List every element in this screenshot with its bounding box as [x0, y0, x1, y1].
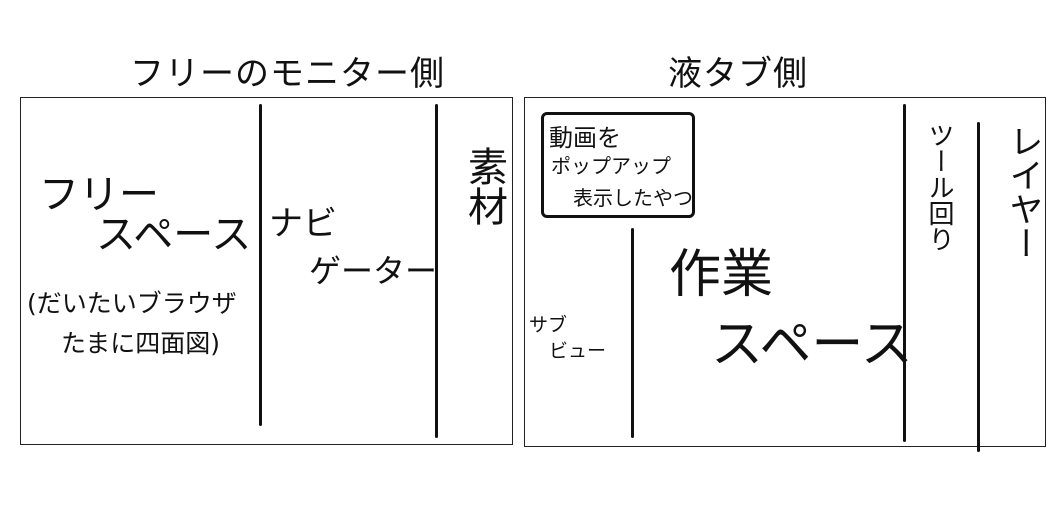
- free-space-label-line2: スペース: [96, 212, 252, 258]
- right-divider-subview: [631, 228, 634, 438]
- free-space-note-line1: (だいたいブラウザ: [27, 289, 237, 318]
- video-popup-label-line3: 表示したやつ: [573, 186, 693, 210]
- navigator-label-line1: ナビ: [269, 204, 337, 244]
- tools-area-label: ツール回り: [924, 122, 954, 252]
- left-monitor-title: フリーのモニター側: [130, 54, 445, 94]
- free-space-label-line1: フリー: [39, 172, 159, 218]
- left-monitor-panel: フリー スペース (だいたいブラウザ たまに四面図) ナビ ゲーター 素材: [20, 97, 513, 445]
- subview-label-line1: サブ: [529, 314, 568, 336]
- workspace-label-line2: スペース: [711, 315, 913, 375]
- left-divider-1: [259, 104, 262, 426]
- video-popup-label-line2: ポップアップ: [551, 154, 671, 178]
- video-popup-box: [541, 112, 695, 218]
- material-label: 素材: [461, 146, 507, 226]
- subview-label-line2: ビュー: [549, 340, 607, 362]
- video-popup-label-line1: 動画を: [549, 124, 621, 152]
- right-tablet-panel: 動画を ポップアップ 表示したやつ サブ ビュー 作業 スペース ツール回り レ…: [524, 97, 1046, 452]
- right-tablet-title: 液タブ側: [668, 54, 808, 94]
- left-divider-2: [435, 104, 438, 438]
- free-space-note-line2: たまに四面図): [61, 329, 221, 358]
- right-divider-layer: [977, 122, 980, 452]
- navigator-label-line2: ゲーター: [309, 252, 438, 290]
- right-divider-tools: [903, 104, 906, 442]
- layer-label: レイヤー: [1003, 124, 1043, 260]
- workspace-label-line1: 作業: [669, 245, 774, 305]
